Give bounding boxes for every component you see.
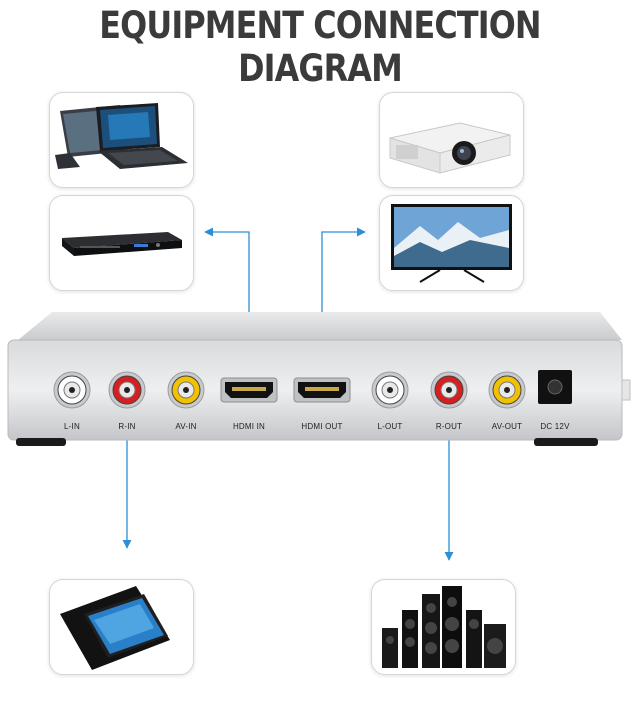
- dvd-player-icon: [62, 232, 182, 256]
- monitor-card: [379, 195, 524, 291]
- diagram-title: EQUIPMENT CONNECTION DIAGRAM: [99, 4, 541, 90]
- dvd-player-card: [49, 195, 194, 291]
- port-r-out: [430, 371, 468, 409]
- port-r-in: [108, 371, 146, 409]
- speakers-card: [371, 579, 516, 675]
- port-l-in: [53, 371, 91, 409]
- port-label-r-in: R-IN: [118, 422, 136, 431]
- projector-card: [379, 92, 524, 188]
- tablet-card: [49, 579, 194, 675]
- port-l-out: [371, 371, 409, 409]
- tablet-icon: [60, 586, 170, 670]
- converter-chassis: [7, 312, 631, 446]
- laptop-icon: [55, 103, 188, 169]
- port-dc: [538, 370, 572, 404]
- port-label-l-out: L-OUT: [377, 422, 403, 431]
- port-label-hdmi-in: HDMI IN: [232, 422, 266, 431]
- port-av-out: [488, 371, 526, 409]
- port-label-av-in: AV-IN: [175, 422, 197, 431]
- port-hdmi-out: [293, 377, 351, 403]
- port-label-hdmi-out: HDMI OUT: [301, 422, 343, 431]
- projector-icon: [389, 122, 511, 174]
- port-label-r-out: R-OUT: [435, 422, 463, 431]
- port-label-dc: DC 12V: [540, 422, 570, 431]
- speakers-icon: [382, 586, 506, 668]
- laptop-card: [49, 92, 194, 188]
- port-hdmi-in: [220, 377, 278, 403]
- port-label-l-in: L-IN: [64, 422, 80, 431]
- port-av-in: [167, 371, 205, 409]
- port-label-av-out: AV-OUT: [491, 422, 523, 431]
- monitor-icon: [391, 204, 512, 283]
- converter-box: L-IN R-IN AV-IN HDMI IN HDMI OUT L-OUT R-OUT AV…: [0, 300, 640, 460]
